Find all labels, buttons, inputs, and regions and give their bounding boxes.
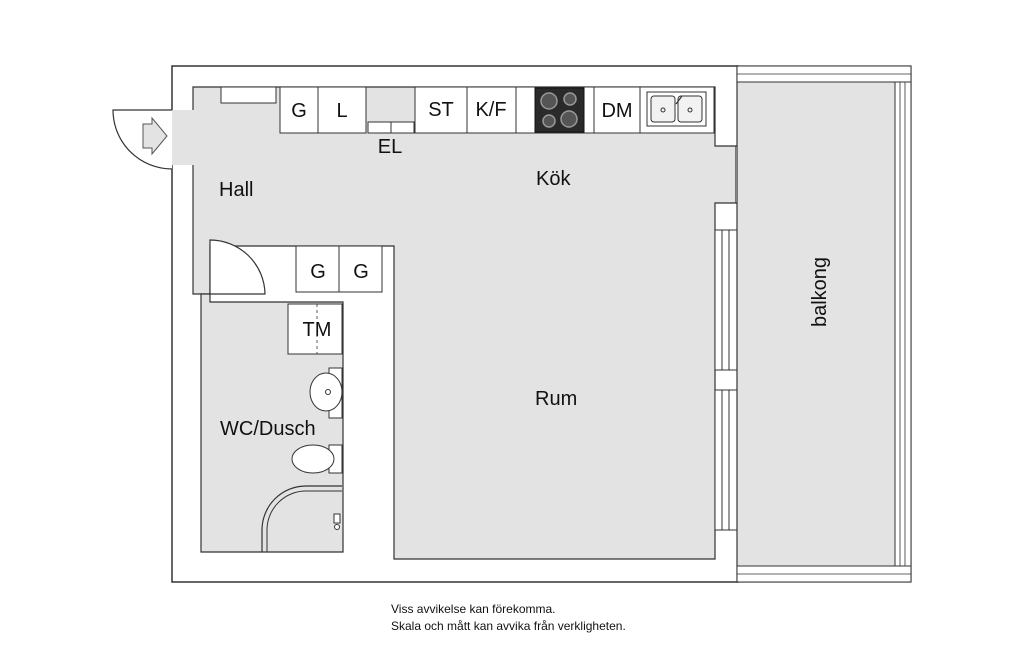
appliance-label-linen: L <box>336 100 347 122</box>
balcony-rail-right <box>894 81 912 567</box>
wardrobe-g-1 <box>279 86 319 134</box>
appliance-label-dishwasher: DM <box>601 100 632 122</box>
wardrobe-g-2 <box>295 245 340 293</box>
appliance-label-wardrobe: G <box>310 261 326 283</box>
room-label-kitchen: Kök <box>536 168 571 190</box>
appliance-label-wardrobe: G <box>291 100 307 122</box>
sink-drain <box>660 107 666 113</box>
toilet-bowl <box>291 444 335 474</box>
hob-burner <box>560 110 578 128</box>
shower-head-icon <box>333 513 341 524</box>
room-label-room: Rum <box>535 388 577 410</box>
sink-basin <box>677 95 703 123</box>
wardrobe-g-3 <box>338 245 383 293</box>
hob-burner <box>542 114 556 128</box>
room-window <box>714 389 738 531</box>
appliance-label-wardrobe: G <box>353 261 369 283</box>
hob-burner <box>540 92 558 110</box>
sink-drain <box>687 107 693 113</box>
entrance-opening <box>170 110 194 165</box>
room-window <box>714 229 738 371</box>
shower-mixer <box>334 524 340 530</box>
bathroom-door <box>209 239 266 295</box>
shower-screen <box>261 485 342 552</box>
hob-burner <box>563 92 577 106</box>
sink-basin <box>650 95 676 123</box>
disclaimer-line-2: Skala och mått kan avvika från verklighe… <box>391 619 626 633</box>
appliance-label-stove: ST <box>428 99 454 121</box>
room-label-bathroom: WC/Dusch <box>220 418 316 440</box>
linen-cabinet <box>317 86 367 134</box>
entrance-arrow-icon <box>142 116 168 156</box>
disclaimer-line-1: Viss avvikelse kan förekomma. <box>391 602 556 616</box>
hob <box>534 87 585 133</box>
appliance-label-electric: EL <box>378 136 402 158</box>
hall-shelf <box>220 86 277 104</box>
appliance-label-fridge-freezer: K/F <box>475 99 506 121</box>
shower-screen-inner <box>266 490 342 552</box>
washing-machine <box>287 303 343 355</box>
room-label-hall: Hall <box>219 179 253 201</box>
washbasin-drain <box>325 389 331 395</box>
faucet <box>675 95 683 105</box>
balcony-floor <box>736 65 912 583</box>
room-label-balcony: balkong <box>809 257 831 327</box>
appliance-label-washer: TM <box>303 319 332 341</box>
